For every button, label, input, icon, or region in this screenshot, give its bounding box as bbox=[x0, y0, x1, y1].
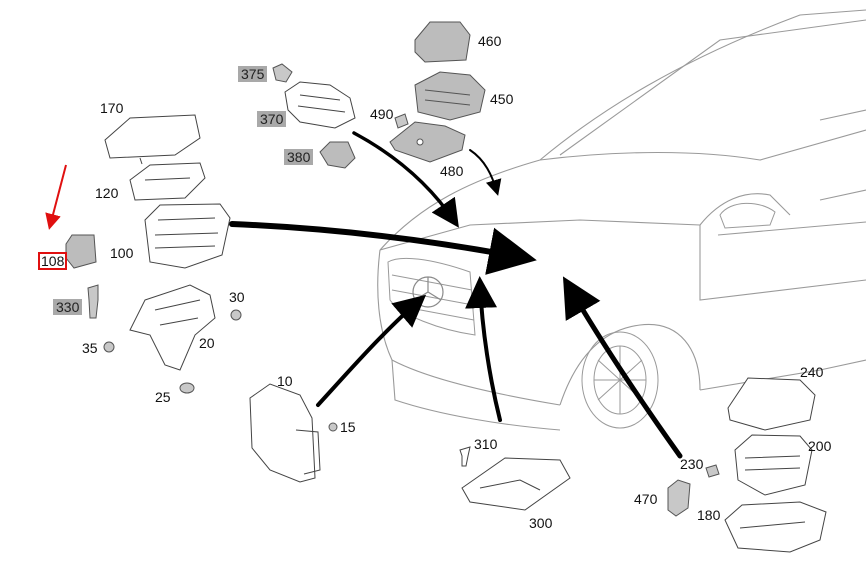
part-490-nut bbox=[394, 113, 409, 129]
part-35-washer bbox=[103, 341, 115, 353]
part-15-screw bbox=[328, 422, 338, 432]
part-30-grommet bbox=[230, 309, 242, 321]
part-230-nut bbox=[705, 464, 720, 478]
arrow-480-to-car bbox=[469, 149, 502, 196]
highlight-arrow bbox=[45, 164, 67, 230]
part-460-cover bbox=[414, 21, 471, 63]
part-120-relay-frame bbox=[129, 162, 206, 201]
label-240: 240 bbox=[800, 364, 824, 380]
label-490: 490 bbox=[370, 106, 394, 122]
label-375: 375 bbox=[238, 66, 268, 82]
part-100-fuse-block bbox=[144, 203, 231, 269]
label-460: 460 bbox=[478, 33, 502, 49]
label-180: 180 bbox=[697, 507, 721, 523]
part-470-relay bbox=[667, 479, 691, 517]
part-450-fuse-box bbox=[414, 71, 486, 121]
vehicle-outline bbox=[377, 9, 866, 431]
label-35: 35 bbox=[82, 340, 98, 356]
part-380-clip bbox=[319, 141, 356, 169]
label-380: 380 bbox=[284, 149, 314, 165]
arrow-10-to-car bbox=[316, 294, 427, 407]
arrow-300-to-car bbox=[465, 276, 502, 422]
part-300-module bbox=[461, 457, 571, 511]
part-370-holder bbox=[284, 81, 356, 129]
part-375-clip bbox=[272, 63, 293, 83]
pointer-arrows bbox=[229, 131, 683, 459]
part-10-control-unit bbox=[249, 383, 321, 483]
label-330: 330 bbox=[53, 299, 83, 315]
part-108-relay bbox=[65, 234, 97, 269]
side-mirror bbox=[719, 202, 776, 229]
part-180-housing bbox=[724, 501, 827, 553]
label-25: 25 bbox=[155, 389, 171, 405]
label-480: 480 bbox=[440, 163, 464, 179]
label-370: 370 bbox=[257, 111, 287, 127]
part-480-bracket bbox=[389, 121, 466, 163]
part-25-plug bbox=[179, 382, 195, 394]
part-310-bolt bbox=[459, 446, 471, 467]
part-170-lid bbox=[104, 114, 201, 165]
part-200-fuse-box bbox=[734, 434, 813, 496]
label-100: 100 bbox=[110, 245, 134, 261]
label-310: 310 bbox=[474, 436, 498, 452]
part-20-carrier bbox=[129, 284, 216, 371]
label-200: 200 bbox=[808, 438, 832, 454]
arrow-370-to-car bbox=[352, 131, 459, 228]
label-170: 170 bbox=[100, 100, 124, 116]
arrow-100-to-car bbox=[229, 221, 537, 275]
mercedes-star-icon bbox=[412, 276, 444, 308]
arrow-230-to-car bbox=[562, 276, 683, 459]
part-330-pin bbox=[87, 284, 99, 319]
label-470: 470 bbox=[634, 491, 658, 507]
label-120: 120 bbox=[95, 185, 119, 201]
label-300: 300 bbox=[529, 515, 553, 531]
label-10: 10 bbox=[277, 373, 293, 389]
label-108: 108 bbox=[38, 252, 68, 270]
label-450: 450 bbox=[490, 91, 514, 107]
label-230: 230 bbox=[680, 456, 704, 472]
label-30: 30 bbox=[229, 289, 245, 305]
part-240-cover bbox=[727, 377, 816, 431]
front-wheel bbox=[581, 331, 659, 429]
front-grille bbox=[387, 257, 476, 336]
label-20: 20 bbox=[199, 335, 215, 351]
label-15: 15 bbox=[340, 419, 356, 435]
